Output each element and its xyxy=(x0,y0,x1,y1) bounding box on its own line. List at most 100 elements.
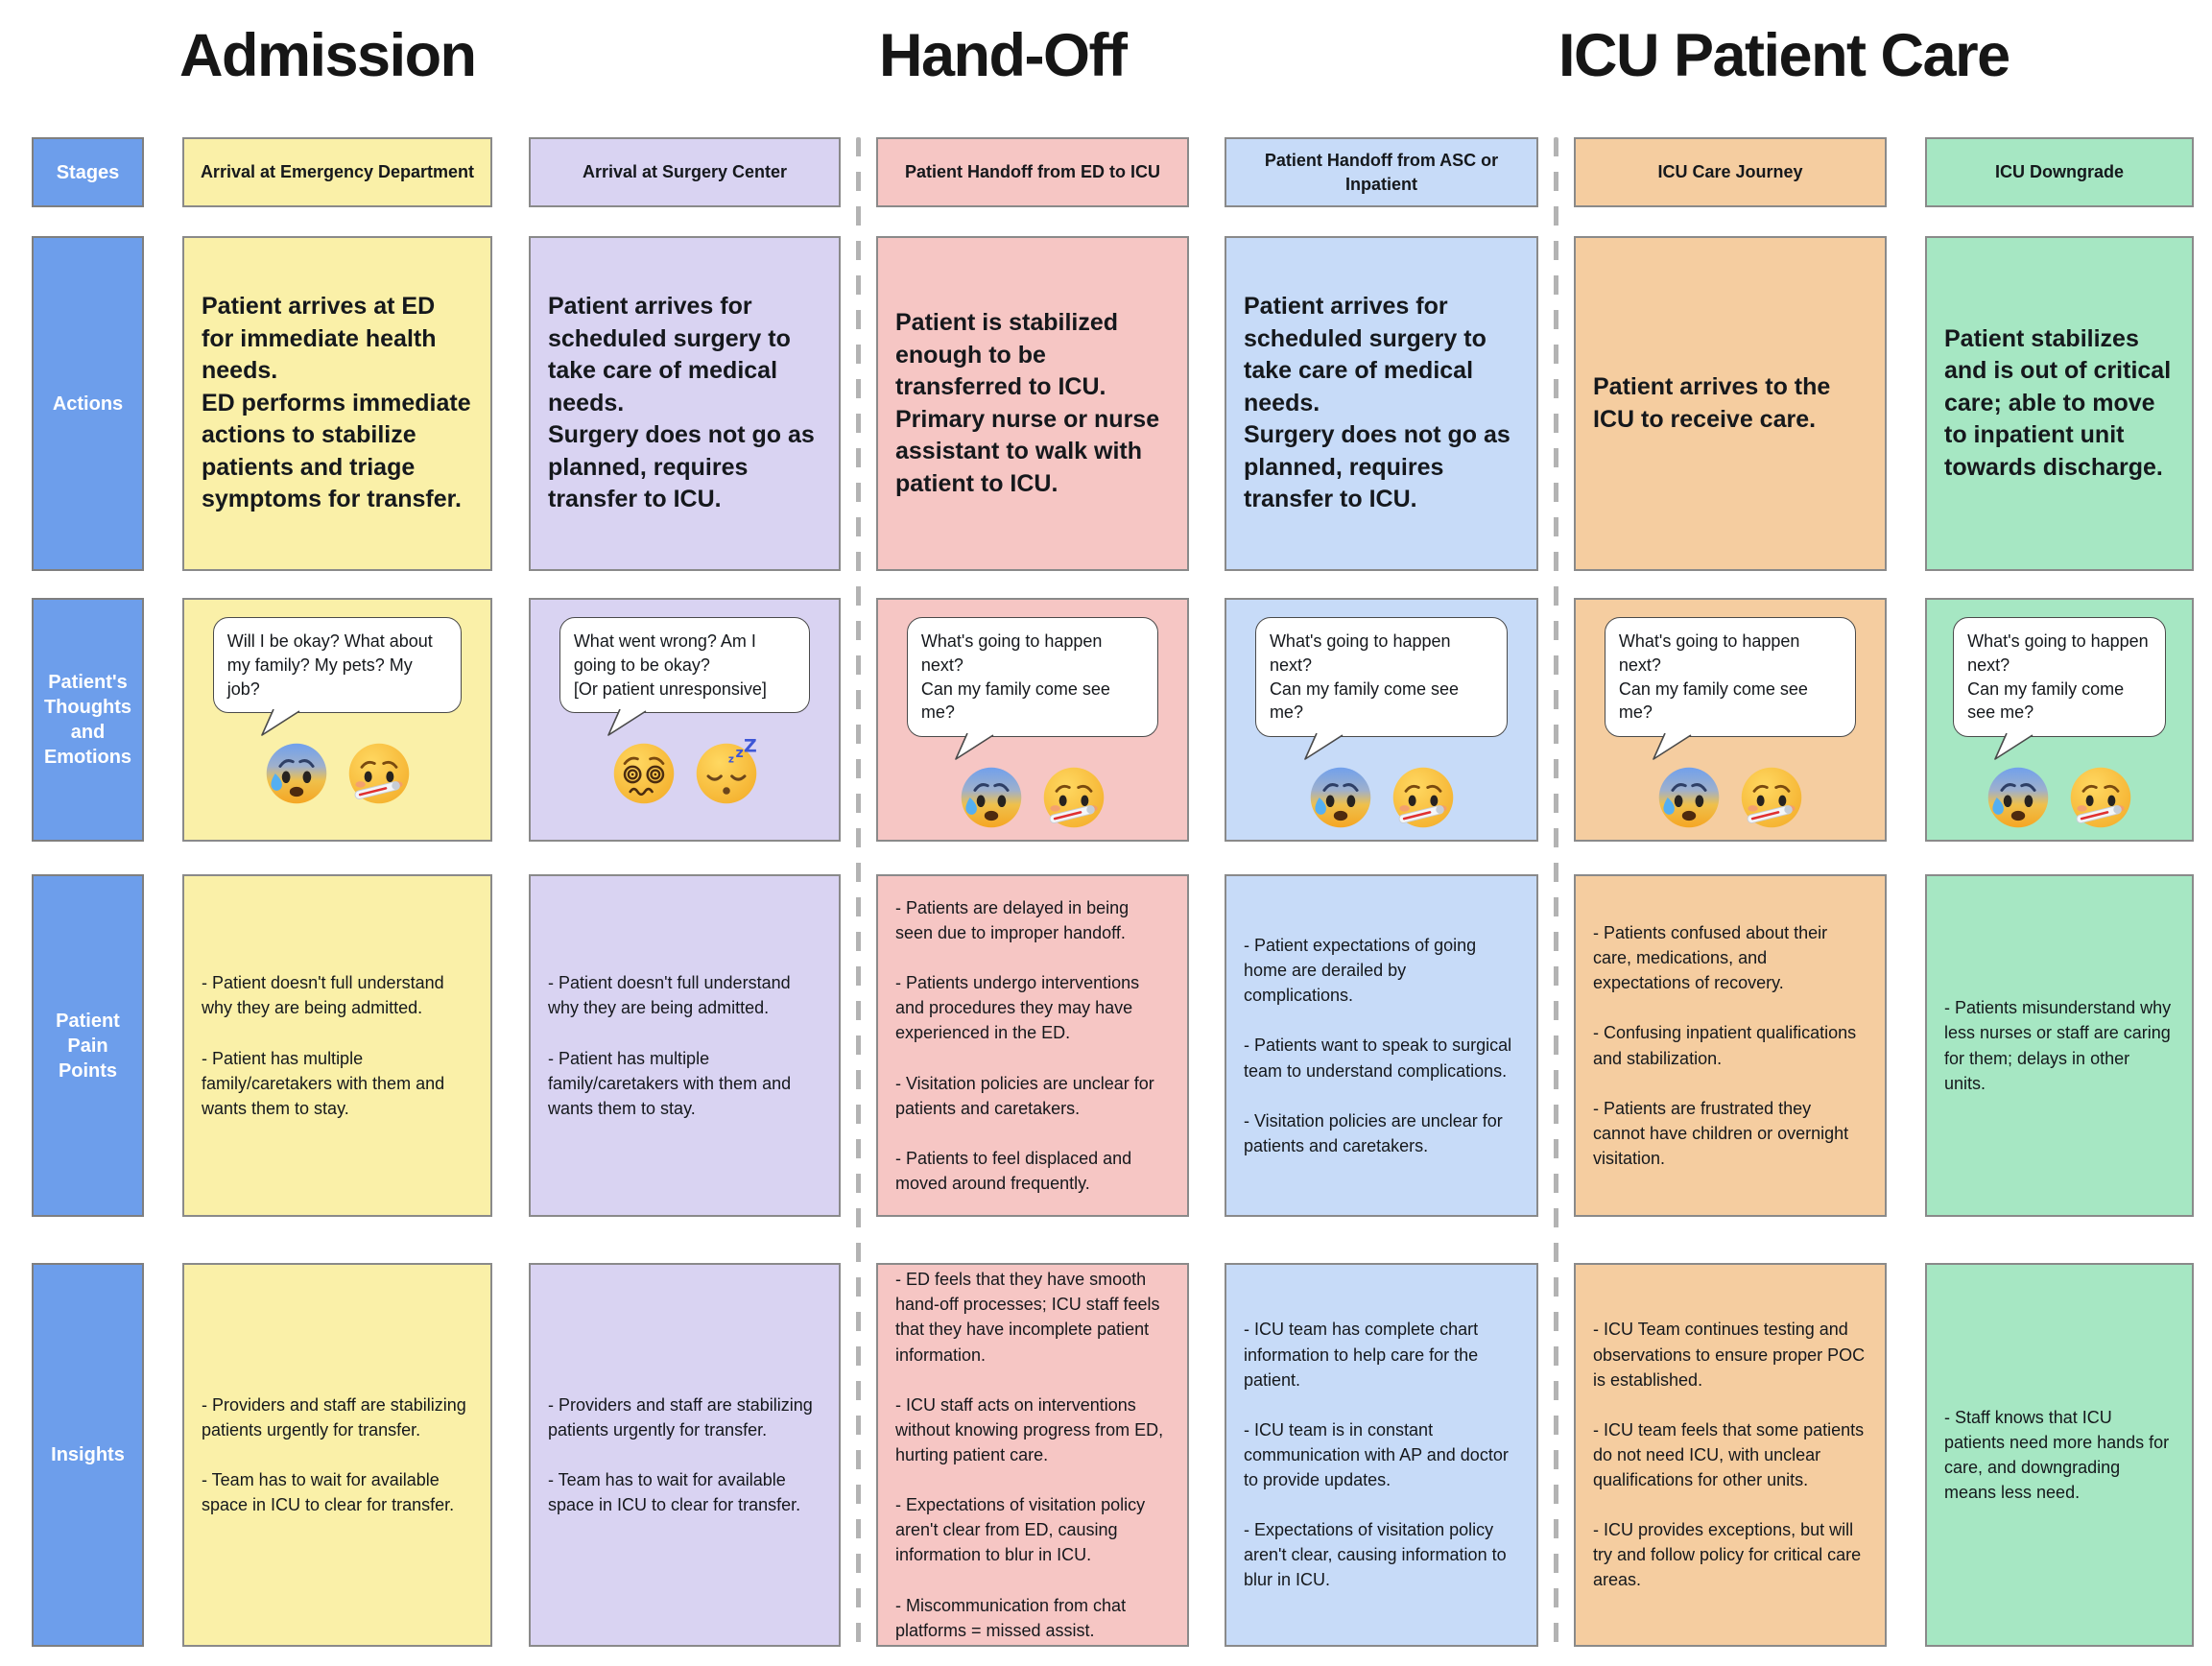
insights-text: - Providers and staff are stabilizing pa… xyxy=(202,1394,466,1515)
emotion-emojis xyxy=(890,763,1176,832)
actions-text: Patient arrives to the ICU to receive ca… xyxy=(1593,373,1831,433)
thought-text: What's going to happen next? Can my fami… xyxy=(1967,631,2149,723)
pain-points-card: - Patient doesn't full understand why th… xyxy=(529,874,841,1217)
thoughts-card: What's going to happen next? Can my fami… xyxy=(1225,598,1538,842)
emotion-emojis xyxy=(1238,763,1525,832)
insights-card: - Providers and staff are stabilizing pa… xyxy=(529,1263,841,1647)
speech-bubble: What's going to happen next? Can my fami… xyxy=(1254,617,1509,761)
stage-title: ICU Care Journey xyxy=(1657,162,1803,182)
emotion-emojis xyxy=(196,739,479,808)
anxious-face-with-sweat-emoji-icon xyxy=(266,744,326,804)
insights-card: - Staff knows that ICU patients need mor… xyxy=(1925,1263,2194,1647)
insights-card: - Providers and staff are stabilizing pa… xyxy=(182,1263,492,1647)
svg-text:z: z xyxy=(727,754,733,766)
actions-card: Patient arrives to the ICU to receive ca… xyxy=(1574,236,1887,571)
face-with-thermometer-emoji-icon xyxy=(348,744,409,804)
anxious-face-with-sweat-emoji-icon xyxy=(1658,768,1720,828)
row-label-stages: Stages xyxy=(32,137,144,207)
journey-grid: Stages Actions Patient's Thoughts and Em… xyxy=(32,137,2194,1647)
face-with-thermometer-emoji-icon xyxy=(1392,768,1453,828)
actions-card: Patient arrives at ED for immediate heal… xyxy=(182,236,492,571)
insights-text: - Providers and staff are stabilizing pa… xyxy=(548,1394,813,1515)
face-with-thermometer-emoji-icon xyxy=(2070,768,2131,828)
row-label-pain-points: Patient Pain Points xyxy=(32,874,144,1217)
insights-text: - ICU team has complete chart informatio… xyxy=(1244,1320,1509,1590)
pain-points-text: - Patients confused about their care, me… xyxy=(1593,923,1857,1168)
row-label-thoughts: Patient's Thoughts and Emotions xyxy=(32,598,144,842)
actions-card: Patient stabilizes and is out of critica… xyxy=(1925,236,2194,571)
speech-bubble-tail xyxy=(607,709,647,737)
anxious-face-with-sweat-emoji-icon xyxy=(961,768,1022,828)
actions-card: Patient arrives for scheduled surgery to… xyxy=(1225,236,1538,571)
pain-points-text: - Patient expectations of going home are… xyxy=(1244,936,1512,1155)
emotion-emojis xyxy=(1938,763,2180,832)
actions-text: Patient arrives for scheduled surgery to… xyxy=(1244,293,1510,513)
section-title-handoff: Hand-Off xyxy=(879,22,1128,89)
thoughts-card: What's going to happen next? Can my fami… xyxy=(1574,598,1887,842)
section-title-admission: Admission xyxy=(179,22,477,89)
actions-text: Patient arrives for scheduled surgery to… xyxy=(548,293,815,513)
thoughts-card: What's going to happen next? Can my fami… xyxy=(1925,598,2194,842)
stage-card: ICU Downgrade xyxy=(1925,137,2194,207)
anxious-face-with-sweat-emoji-icon xyxy=(1310,768,1370,828)
actions-card: Patient is stabilized enough to be trans… xyxy=(876,236,1189,571)
face-with-thermometer-emoji-icon xyxy=(1741,768,1802,828)
stage-card: ICU Care Journey xyxy=(1574,137,1887,207)
anxious-face-with-sweat-emoji-icon xyxy=(1987,768,2049,828)
pain-points-text: - Patient doesn't full understand why th… xyxy=(202,973,445,1118)
insights-card: - ED feels that they have smooth hand-of… xyxy=(876,1263,1189,1647)
pain-points-card: - Patients are delayed in being seen due… xyxy=(876,874,1189,1217)
actions-text: Patient arrives at ED for immediate heal… xyxy=(202,293,471,513)
pain-points-card: - Patient doesn't full understand why th… xyxy=(182,874,492,1217)
stage-card: Arrival at Emergency Department xyxy=(182,137,492,207)
speech-bubble: What's going to happen next? Can my fami… xyxy=(1604,617,1857,761)
speech-bubble: What went wrong? Am I going to be okay? … xyxy=(559,617,811,737)
thought-text: What went wrong? Am I going to be okay? … xyxy=(573,631,767,699)
actions-text: Patient stabilizes and is out of critica… xyxy=(1944,324,2172,481)
emotion-emojis xyxy=(1587,763,1873,832)
pain-points-card: - Patient expectations of going home are… xyxy=(1225,874,1538,1217)
pain-points-text: - Patients misunderstand why less nurses… xyxy=(1944,998,2172,1093)
speech-bubble-tail xyxy=(955,733,994,761)
stage-title: Arrival at Emergency Department xyxy=(200,162,475,182)
speech-bubble-tail xyxy=(1303,733,1343,761)
insights-text: - Staff knows that ICU patients need mor… xyxy=(1944,1407,2170,1503)
speech-bubble-tail xyxy=(1994,733,2034,761)
thoughts-card: What's going to happen next? Can my fami… xyxy=(876,598,1189,842)
insights-text: - ICU Team continues testing and observa… xyxy=(1593,1320,1866,1590)
stage-title: ICU Downgrade xyxy=(1994,162,2124,182)
row-label-insights: Insights xyxy=(32,1263,144,1647)
thoughts-card: Will I be okay? What about my family? My… xyxy=(182,598,492,842)
actions-card: Patient arrives for scheduled surgery to… xyxy=(529,236,841,571)
pain-points-card: - Patients confused about their care, me… xyxy=(1574,874,1887,1217)
row-label-actions: Actions xyxy=(32,236,144,571)
actions-text: Patient is stabilized enough to be trans… xyxy=(895,309,1160,497)
insights-text: - ED feels that they have smooth hand-of… xyxy=(895,1270,1164,1640)
thought-text: What's going to happen next? Can my fami… xyxy=(1269,631,1459,723)
svg-text:Z: Z xyxy=(744,739,757,756)
thought-text: What's going to happen next? Can my fami… xyxy=(1618,631,1808,723)
speech-bubble: Will I be okay? What about my family? My… xyxy=(212,617,463,737)
thoughts-card: What went wrong? Am I going to be okay? … xyxy=(529,598,841,842)
insights-card: - ICU Team continues testing and observa… xyxy=(1574,1263,1887,1647)
thought-text: Will I be okay? What about my family? My… xyxy=(226,631,433,699)
svg-text:z: z xyxy=(735,746,743,761)
speech-bubble-tail xyxy=(1653,733,1692,761)
stage-title: Patient Handoff from ASC or Inpatient xyxy=(1264,151,1499,194)
speech-bubble-tail xyxy=(260,709,300,737)
pain-points-text: - Patients are delayed in being seen due… xyxy=(895,897,1154,1193)
stage-title: Arrival at Surgery Center xyxy=(582,162,788,182)
stage-card: Arrival at Surgery Center xyxy=(529,137,841,207)
stage-card: Patient Handoff from ASC or Inpatient xyxy=(1225,137,1538,207)
pain-points-card: - Patients misunderstand why less nurses… xyxy=(1925,874,2194,1217)
stage-title: Patient Handoff from ED to ICU xyxy=(905,162,1160,182)
speech-bubble: What's going to happen next? Can my fami… xyxy=(1953,617,2166,761)
pain-points-text: - Patient doesn't full understand why th… xyxy=(548,973,792,1118)
section-divider xyxy=(856,137,861,1647)
speech-bubble: What's going to happen next? Can my fami… xyxy=(906,617,1159,761)
section-title-icu-care: ICU Patient Care xyxy=(1558,22,2010,89)
section-divider xyxy=(1554,137,1558,1647)
